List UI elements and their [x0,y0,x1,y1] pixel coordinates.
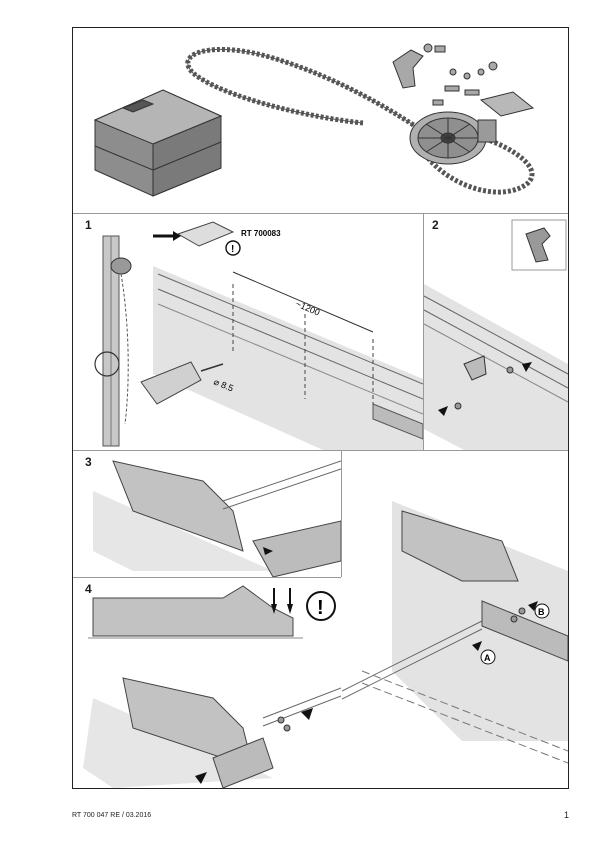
step-number: 2 [432,218,439,232]
step-3-panel: 3 [73,451,341,577]
callout-b [534,603,550,619]
svg-text:!: ! [231,244,234,255]
divider [73,213,568,214]
detail-circle [94,351,120,377]
bracket-icon [525,227,551,263]
step-1-illustration: ~1200 ⌀ 8.5 ! RT 700083 [94,221,423,450]
step-1-panel: 1 ~1200 ⌀ 8.5 [73,214,423,450]
pulley-wheel-illustration [409,111,497,165]
instruction-frame: 1 ~1200 ⌀ 8.5 [72,27,569,789]
storage-case-illustration [93,89,223,197]
divider [73,450,568,451]
arrow-icon [263,547,273,555]
attention-icon: ! [306,591,336,621]
step-3-illustration [93,460,341,577]
divider [73,577,341,578]
doc-reference: RT 700 047 RE / 03.2016 [72,812,152,819]
parts-kit-panel [73,28,568,213]
attention-icon: ! [225,240,241,256]
parts-kit-illustration [93,43,535,197]
arrow-icon [271,604,277,614]
part-number-label: RT 700083 [241,229,281,238]
step-4-illustration: ! [83,585,341,788]
arrow-icon [438,406,448,416]
step-4-right-illustration-panel: B A [342,451,568,788]
page-number: 1 [564,810,570,820]
callout-b-label: B [538,607,545,617]
callout-a-label: A [484,653,491,663]
arrow-icon [528,601,538,611]
distance-label: ~1200 [294,299,321,318]
svg-text:!: ! [317,597,324,619]
step-number: 1 [85,218,92,232]
arrow-icon [301,708,313,720]
arrow-icon [472,641,482,651]
drill-icon [140,361,224,405]
fastener-parts-illustration [392,43,535,117]
step-number: 4 [85,582,92,596]
divider [423,214,424,450]
arrow-icon [287,604,293,614]
pulley-wheel-icon [110,257,132,275]
step-4-right-illustration: B A [342,501,568,764]
chain-illustration [185,46,535,195]
arrow-icon [195,772,207,784]
step-2-panel: 2 [424,214,568,450]
step-4-panel: 4 ! [73,578,341,788]
template-part-illustration [153,221,235,247]
step-number: 3 [85,455,92,469]
step-2-illustration [424,219,568,450]
callout-a [480,649,496,665]
arrow-icon [522,362,532,372]
divider [341,451,342,577]
